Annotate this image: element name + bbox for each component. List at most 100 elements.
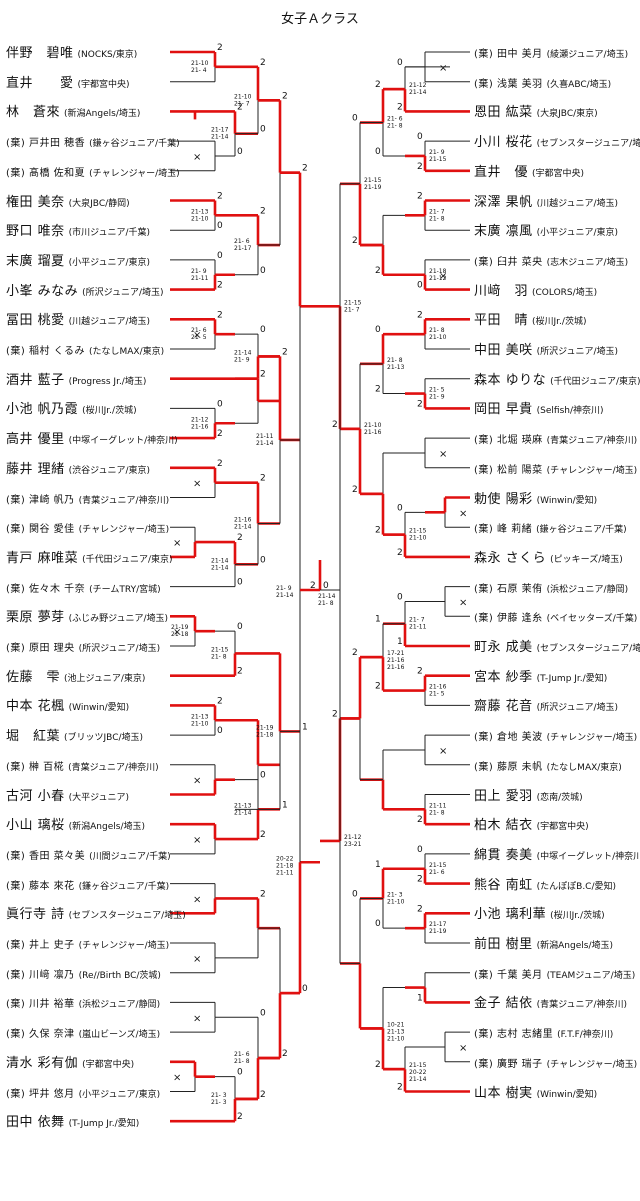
right-player-21: 宮本 紗季(T-Jump Jr./愛知)	[474, 668, 608, 685]
walkover-cross-icon: ×	[193, 1013, 201, 1024]
score-mark: 2	[352, 485, 358, 495]
score-mark: 2	[397, 1083, 403, 1093]
player-name: (棄) 川﨑 凛乃	[6, 969, 75, 981]
game-score: 21-10	[234, 93, 252, 100]
left-player-29: 眞行寺 詩(セブンスタージュニア/埼玉)	[6, 905, 186, 922]
player-name: 冨田 桃愛	[6, 313, 65, 329]
player-name: 齋藤 花音	[474, 699, 533, 715]
player-club: (川越ジュニア/埼玉)	[536, 198, 619, 209]
player-name: 森永 さくら	[474, 550, 547, 566]
right-player-24: (棄) 藤原 未帆(たなしMAX/東京)	[474, 757, 622, 773]
final-score-right: 0	[323, 581, 329, 591]
walkover-cross-icon: ×	[193, 894, 201, 905]
player-club: (所沢ジュニア/埼玉)	[82, 287, 164, 298]
player-club: (青葉ジュニア/神奈川)	[536, 1000, 628, 1011]
left-player-30: (棄) 井上 史子(チャレンジャー/埼玉)	[6, 935, 169, 951]
player-name: (棄) 田中 美月	[474, 49, 543, 60]
game-score: 21-11	[409, 624, 427, 631]
score-mark: 2	[282, 1049, 288, 1059]
player-club: (チャレンジャー/埼玉)	[546, 1059, 638, 1070]
player-club: (セブンスタージュニア/埼玉)	[536, 139, 640, 150]
right-player-35: 山本 樹実(Winwin/愛知)	[474, 1084, 597, 1101]
score-mark: 2	[260, 889, 266, 899]
game-score: 21-12	[191, 416, 209, 423]
game-score: 21- 9	[191, 268, 207, 275]
left-player-10: (棄) 稲村 くるみ(たなしMAX/東京)	[6, 341, 164, 357]
game-score: 21- 8	[429, 809, 445, 816]
score-mark: 0	[397, 592, 403, 602]
right-player-19: (棄) 伊藤 逢糸(ベイセッターズ/千葉)	[474, 608, 637, 624]
player-club: (桜川Jr./茨城)	[550, 911, 605, 922]
game-score: 21- 6	[234, 238, 250, 245]
player-name: 金子 結依	[474, 996, 533, 1012]
game-score: 21-16	[234, 516, 252, 523]
left-player-4: (棄) 髙橋 佐和夏(チャレンジャー/埼玉)	[6, 163, 180, 179]
player-name: 平田 晴	[474, 313, 529, 329]
score-mark: 2	[282, 91, 288, 101]
player-club: (Winwin/愛知)	[68, 703, 130, 714]
game-score: 20-22	[409, 1069, 427, 1076]
game-score: 21- 8	[387, 123, 403, 130]
game-score: 21-14	[211, 564, 229, 571]
game-score: 21-17	[211, 127, 229, 134]
player-name: (棄) 坪井 悠月	[6, 1088, 75, 1100]
player-name: (棄) 稲村 くるみ	[6, 346, 85, 357]
player-club: (チャレンジャー/埼玉)	[78, 525, 170, 536]
game-score: 21-14	[256, 440, 274, 447]
left-player-3: (棄) 戸井田 穂香(鎌ヶ谷ジュニア/千葉)	[6, 133, 180, 149]
player-name: 末廣 凛風	[474, 224, 533, 240]
player-club: (桜川Jr./茨城)	[532, 317, 587, 328]
right-player-13: (棄) 北堀 瑛麻(青葉ジュニア/神奈川)	[474, 430, 637, 446]
player-name: 直井 優	[474, 164, 529, 180]
player-name: (棄) 原田 理央	[6, 643, 75, 654]
player-name: (棄) 井上 史子	[6, 940, 75, 951]
left-player-9: 冨田 桃愛(川越ジュニア/埼玉)	[6, 311, 150, 329]
player-name: 酒井 藍子	[6, 372, 65, 388]
score-mark: 0	[417, 845, 423, 855]
left-player-23: 堀 紅葉(ブリッツJBC/埼玉)	[6, 727, 144, 744]
left-player-1: 直井 愛(宇都宮中央)	[6, 74, 130, 91]
player-name: 権田 美奈	[6, 194, 65, 210]
player-name: 恩田 紘菜	[474, 105, 533, 121]
player-club: (千代田ジュニア/東京)	[82, 554, 173, 565]
score-mark: 1	[417, 993, 423, 1003]
player-name: 田中 依舞	[6, 1115, 65, 1131]
score-mark: 0	[375, 919, 381, 929]
game-score: 21-10	[364, 422, 382, 429]
left-player-19: 栗原 夢芽(ふじみ野ジュニア/埼玉)	[6, 608, 168, 625]
player-name: 高井 優里	[6, 432, 65, 448]
game-score: 21-16	[191, 423, 209, 430]
player-club: (大平ジュニア)	[68, 792, 130, 803]
player-name: 山本 樹実	[474, 1085, 533, 1101]
player-club: (Selfish/神奈川)	[536, 406, 604, 417]
game-score: 21- 9	[429, 149, 445, 156]
left-player-22: 中本 花楓(Winwin/愛知)	[6, 697, 130, 714]
game-score: 21-14	[234, 809, 252, 816]
walkover-cross-icon: ×	[439, 63, 447, 74]
score-mark: 2	[260, 370, 266, 380]
walkover-cross-icon: ×	[193, 330, 201, 341]
game-score: 21- 5	[429, 691, 445, 698]
player-name: (棄) 関谷 愛佳	[6, 524, 75, 536]
left-player-15: (棄) 津崎 帆乃(青葉ジュニア/神奈川)	[6, 490, 169, 506]
player-name: 林 蒼來	[6, 105, 61, 121]
player-club: (T-Jump Jr./愛知)	[536, 673, 608, 684]
game-score: 21-13	[191, 713, 209, 720]
game-score: 21- 3	[211, 1092, 227, 1099]
player-club: (NOCKS/東京)	[77, 50, 138, 60]
player-club: (ブリッツJBC/埼玉)	[64, 733, 144, 744]
player-club: (鎌ヶ谷ジュニア/千葉)	[78, 881, 170, 892]
player-club: (新潟Angels/埼玉)	[64, 109, 141, 120]
player-club: (Winwin/愛知)	[536, 495, 598, 506]
player-name: 直井 愛	[6, 75, 74, 91]
player-club: (Progress Jr./埼玉)	[68, 376, 147, 387]
right-player-8: 川﨑 羽(COLORS/埼玉)	[474, 282, 597, 299]
right-player-1: (棄) 浅葉 美羽(久喜ABC/埼玉)	[474, 74, 611, 90]
player-name: 小池 帆乃霞	[6, 402, 79, 418]
game-score: 21-15	[211, 646, 229, 653]
left-player-8: 小峯 みなみ(所沢ジュニア/埼玉)	[6, 282, 164, 299]
game-score: 21-11	[256, 433, 274, 440]
bracket-title: 女子Ａクラス	[281, 12, 359, 27]
game-score: 21-10	[387, 1035, 405, 1042]
game-score: 21- 6	[234, 1051, 250, 1058]
